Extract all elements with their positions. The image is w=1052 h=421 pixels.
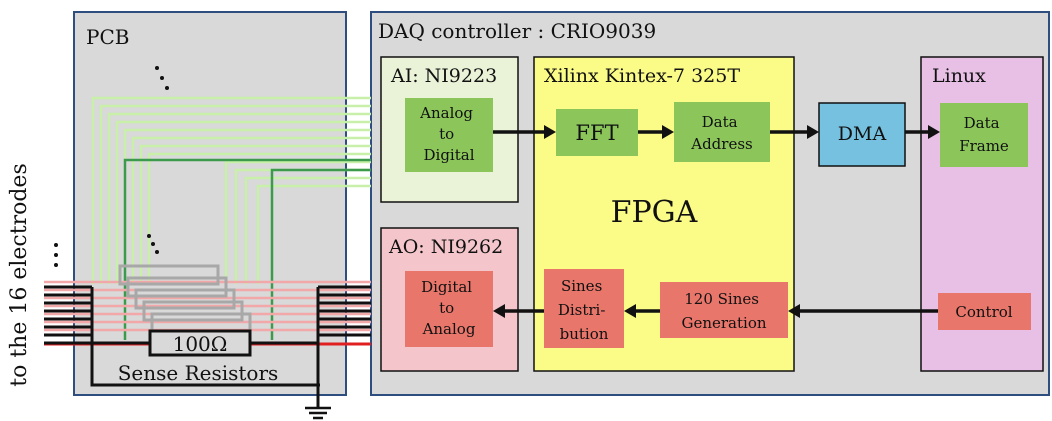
fpga-title: Xilinx Kintex-7 325T xyxy=(544,65,740,87)
side-label: to the 16 electrodes xyxy=(7,163,32,386)
ellipsis-dots-left xyxy=(54,243,58,267)
digital-to-analog-label: Digital to Analog xyxy=(421,278,477,338)
ai-title: AI: NI9223 xyxy=(390,65,497,87)
sines-distribution-label: Sines Distri- bution xyxy=(558,277,610,343)
fft-label: FFT xyxy=(575,121,618,145)
sines-generation-block xyxy=(660,282,788,338)
dma-block xyxy=(818,102,906,167)
ellipsis-dots-pcb-top xyxy=(155,66,169,90)
fft-block xyxy=(556,109,638,156)
ao-title: AO: NI9262 xyxy=(388,236,503,258)
dark-green-wires xyxy=(123,158,371,340)
flow-arrows xyxy=(493,125,940,318)
linux-title: Linux xyxy=(932,65,986,87)
digital-to-analog-block xyxy=(405,271,493,347)
resistor-value: 100Ω xyxy=(173,332,228,356)
analog-to-digital-label: Analog to Digital xyxy=(419,104,478,164)
control-label: Control xyxy=(955,303,1012,321)
fpga-label: FPGA xyxy=(611,195,698,230)
dma-label: DMA xyxy=(838,123,887,145)
data-address-block xyxy=(674,102,770,162)
resistor-caption: Sense Resistors xyxy=(118,361,279,385)
control-block xyxy=(938,293,1031,330)
analog-to-digital-block xyxy=(405,98,493,172)
ground-symbol-icon xyxy=(305,406,331,420)
sines-generation-label: 120 Sines Generation xyxy=(681,290,766,332)
ellipsis-dots-pcb-mid xyxy=(147,234,159,254)
data-frame-label: Data Frame xyxy=(959,114,1009,155)
data-frame-block xyxy=(940,103,1028,167)
pcb-title: PCB xyxy=(86,25,129,49)
data-address-label: Data Address xyxy=(690,113,752,153)
sines-distribution-block xyxy=(544,269,624,348)
daq-title: DAQ controller : CRIO9039 xyxy=(378,19,656,43)
black-wires xyxy=(44,285,371,408)
